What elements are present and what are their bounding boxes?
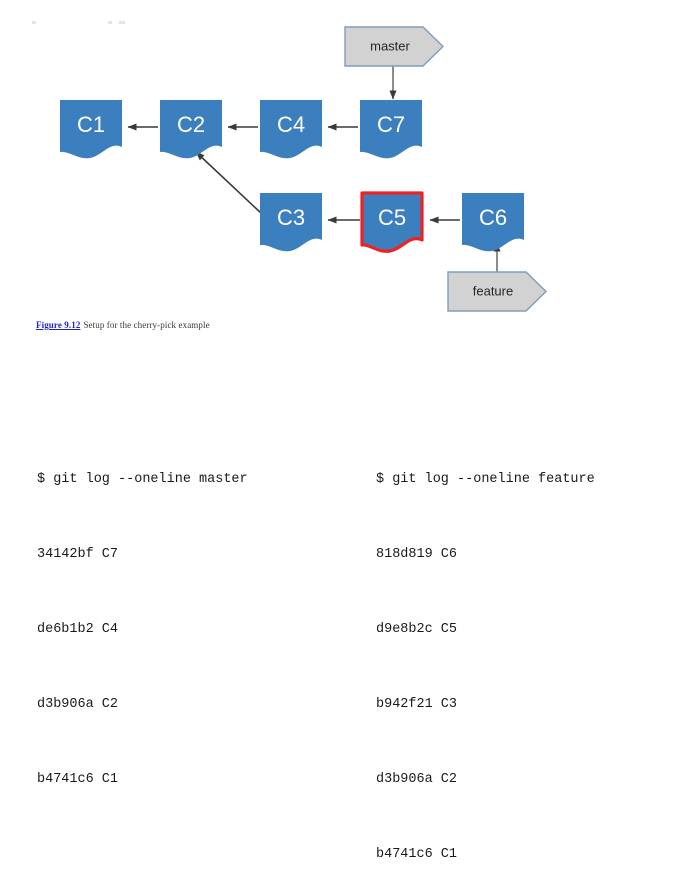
branch-tag-shape xyxy=(447,271,548,312)
commit-node-c1[interactable]: C1 xyxy=(60,100,122,159)
code-line: d3b906a C2 xyxy=(376,772,458,787)
branch-tag-feature[interactable]: feature xyxy=(447,271,548,312)
code-line: d9e8b2c C5 xyxy=(376,622,458,637)
commit-shape xyxy=(160,100,222,159)
graph-edges xyxy=(127,66,501,272)
commit-shape xyxy=(260,100,322,159)
code-line: de6b1b2 C4 xyxy=(37,622,119,637)
commit-node-c7[interactable]: C7 xyxy=(360,100,422,159)
commit-label: C1 xyxy=(77,112,105,137)
scan-artifact xyxy=(119,21,125,24)
code-block-git-log-feature: $ git log --oneline feature 818d819 C6 d… xyxy=(376,417,595,892)
scan-artifact xyxy=(32,21,36,24)
figure-caption-link[interactable]: Figure 9.12 xyxy=(36,320,81,330)
commit-node-c5[interactable]: C5 xyxy=(360,191,424,253)
commit-shape xyxy=(360,100,422,159)
scan-artifact xyxy=(108,21,112,24)
code-line: $ git log --oneline master xyxy=(37,472,248,487)
commit-label: C6 xyxy=(479,205,507,230)
branch-tag-master[interactable]: master xyxy=(344,26,445,67)
branch-tag-label: feature xyxy=(473,283,513,298)
commit-label: C3 xyxy=(277,205,305,230)
commit-node-c4[interactable]: C4 xyxy=(260,100,322,159)
commit-node-c2[interactable]: C2 xyxy=(160,100,222,159)
branch-tag-shape xyxy=(344,26,445,67)
branch-tag-label: master xyxy=(370,38,410,53)
code-line: $ git log --oneline feature xyxy=(376,472,595,487)
commit-graph-canvas: C1 C2 C4 C7 C3 xyxy=(60,26,548,312)
commit-label: C2 xyxy=(177,112,205,137)
code-line: b942f21 C3 xyxy=(376,697,458,712)
commit-shape xyxy=(462,193,524,252)
edge-c3-to-c2 xyxy=(195,151,263,215)
commit-label: C4 xyxy=(277,112,305,137)
commit-node-c6[interactable]: C6 xyxy=(462,193,524,252)
commit-label: C5 xyxy=(378,205,406,230)
figure-commit-graph: C1 C2 C4 C7 C3 xyxy=(0,0,686,360)
code-line: b4741c6 C1 xyxy=(376,847,458,862)
code-line: 34142bf C7 xyxy=(37,547,119,562)
commit-nodes: C1 C2 C4 C7 C3 xyxy=(60,100,524,253)
code-line: d3b906a C2 xyxy=(37,697,119,712)
figure-caption-text: Setup for the cherry-pick example xyxy=(83,320,210,330)
commit-shape xyxy=(60,100,122,159)
commit-shape xyxy=(260,193,322,252)
code-block-git-log-master: $ git log --oneline master 34142bf C7 de… xyxy=(37,417,248,817)
commit-shape-highlight xyxy=(360,191,424,253)
commit-label: C7 xyxy=(377,112,405,137)
code-line: 818d819 C6 xyxy=(376,547,458,562)
code-line: b4741c6 C1 xyxy=(37,772,119,787)
commit-node-c3[interactable]: C3 xyxy=(260,193,322,252)
branch-tags: master feature xyxy=(344,26,548,312)
